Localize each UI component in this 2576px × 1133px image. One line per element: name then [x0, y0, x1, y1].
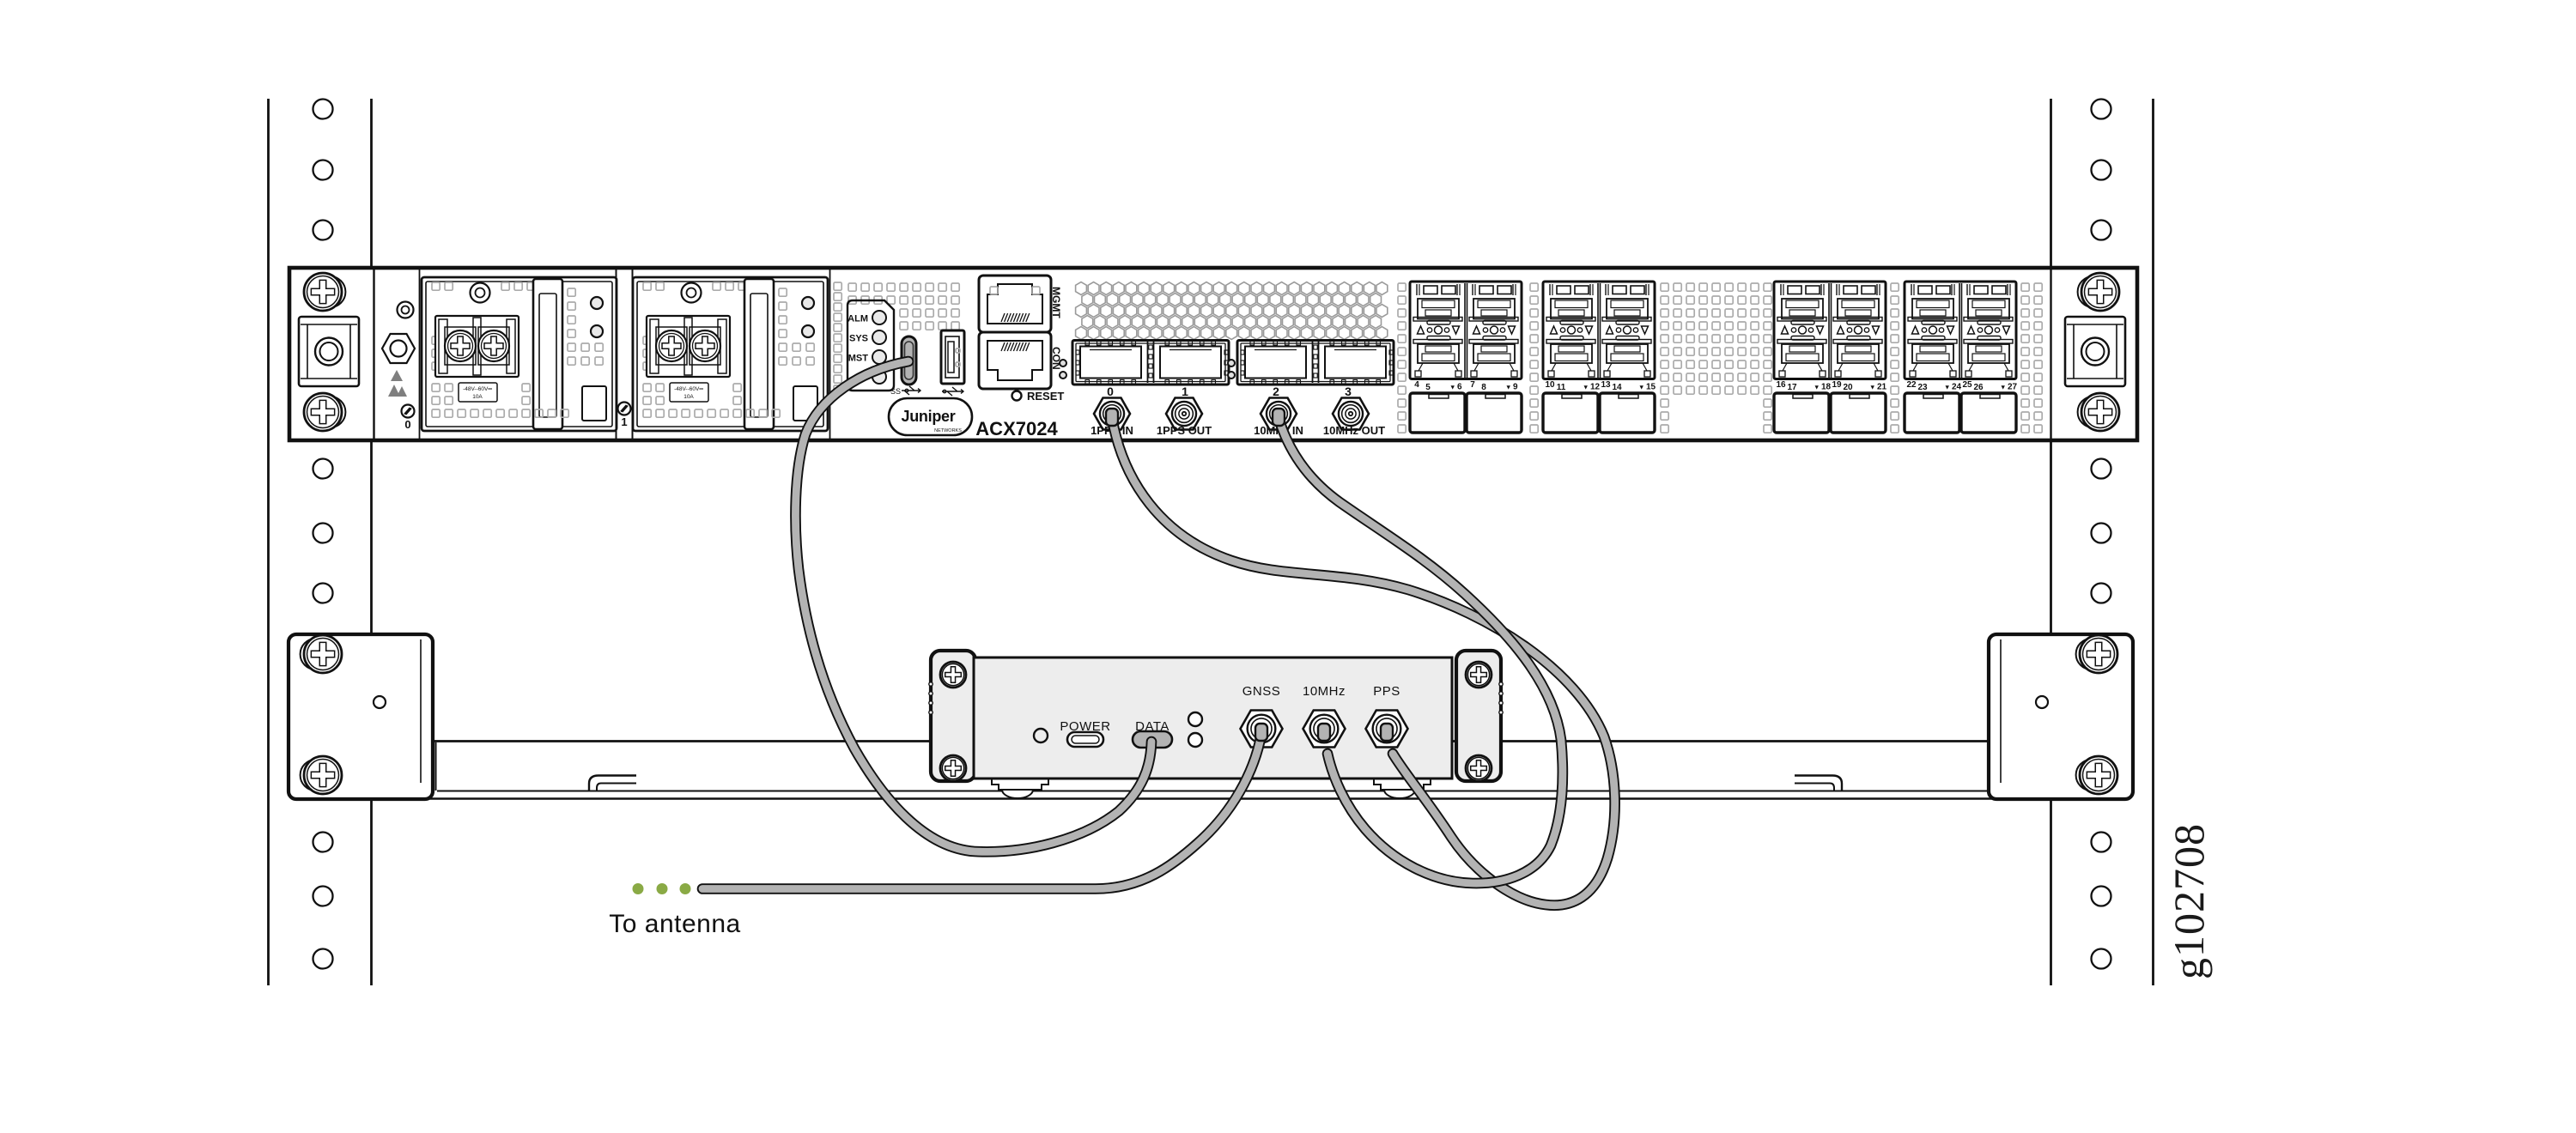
svg-text:RESET: RESET	[1027, 390, 1064, 403]
svg-text:14: 14	[1612, 383, 1622, 392]
svg-text:▼: ▼	[1505, 384, 1511, 391]
svg-text:20: 20	[1843, 383, 1853, 392]
svg-text:SS: SS	[890, 387, 901, 396]
svg-text:1: 1	[621, 415, 627, 428]
svg-text:3: 3	[1345, 385, 1352, 398]
svg-text:10: 10	[1545, 380, 1555, 390]
svg-text:▼: ▼	[1869, 384, 1875, 391]
svg-text:Juniper: Juniper	[902, 408, 956, 425]
svg-text:NETWORKS: NETWORKS	[934, 428, 962, 433]
svg-text:SYS: SYS	[849, 334, 868, 344]
svg-text:10MHz: 10MHz	[1303, 684, 1346, 699]
svg-text:▼: ▼	[1583, 384, 1589, 391]
svg-text:17: 17	[1787, 383, 1797, 392]
svg-text:ACX7024: ACX7024	[975, 418, 1058, 439]
svg-text:9: 9	[1513, 383, 1518, 392]
svg-text:13: 13	[1601, 380, 1611, 390]
svg-text:27: 27	[2008, 383, 2018, 392]
svg-text:ALM: ALM	[848, 314, 868, 324]
svg-text:18: 18	[1821, 383, 1832, 392]
svg-text:MGMT: MGMT	[1050, 287, 1062, 318]
svg-text:▼: ▼	[1814, 384, 1820, 391]
svg-text:▼: ▼	[1944, 384, 1950, 391]
svg-text:0: 0	[404, 418, 410, 431]
svg-text:POWER: POWER	[1060, 719, 1110, 734]
svg-text:10A: 10A	[683, 394, 694, 400]
svg-text:11: 11	[1557, 383, 1566, 392]
svg-text:24: 24	[1952, 383, 1962, 392]
svg-text:-48V--60V═: -48V--60V═	[674, 386, 703, 392]
svg-text:To antenna: To antenna	[609, 910, 740, 938]
svg-text:PPS: PPS	[1373, 684, 1400, 699]
svg-text:5: 5	[1425, 383, 1431, 392]
svg-text:16: 16	[1776, 380, 1786, 390]
svg-text:2: 2	[1273, 385, 1279, 398]
svg-text:1: 1	[1182, 385, 1188, 398]
svg-text:8: 8	[1481, 383, 1486, 392]
svg-text:26: 26	[1973, 383, 1984, 392]
svg-text:4: 4	[1414, 380, 1419, 390]
svg-text:GNSS: GNSS	[1242, 684, 1281, 699]
svg-text:1PPS OUT: 1PPS OUT	[1157, 424, 1212, 437]
svg-text:7: 7	[1470, 380, 1475, 390]
svg-text:g102708: g102708	[2165, 823, 2213, 979]
svg-text:▼: ▼	[1449, 384, 1455, 391]
svg-text:23: 23	[1917, 383, 1928, 392]
svg-text:6: 6	[1457, 383, 1462, 392]
svg-text:21: 21	[1877, 383, 1887, 392]
svg-text:25: 25	[1962, 380, 1972, 390]
svg-text:-48V--60V═: -48V--60V═	[463, 386, 492, 392]
svg-text:19: 19	[1832, 380, 1842, 390]
svg-text:▼: ▼	[2000, 384, 2006, 391]
svg-text:10MHz OUT: 10MHz OUT	[1323, 424, 1385, 437]
svg-text:0: 0	[1107, 385, 1114, 398]
svg-text:MST: MST	[848, 354, 869, 364]
svg-text:22: 22	[1906, 380, 1917, 390]
svg-text:▼: ▼	[1638, 384, 1644, 391]
svg-text:12: 12	[1590, 383, 1601, 392]
svg-text:15: 15	[1646, 383, 1656, 392]
svg-text:10A: 10A	[472, 394, 483, 400]
